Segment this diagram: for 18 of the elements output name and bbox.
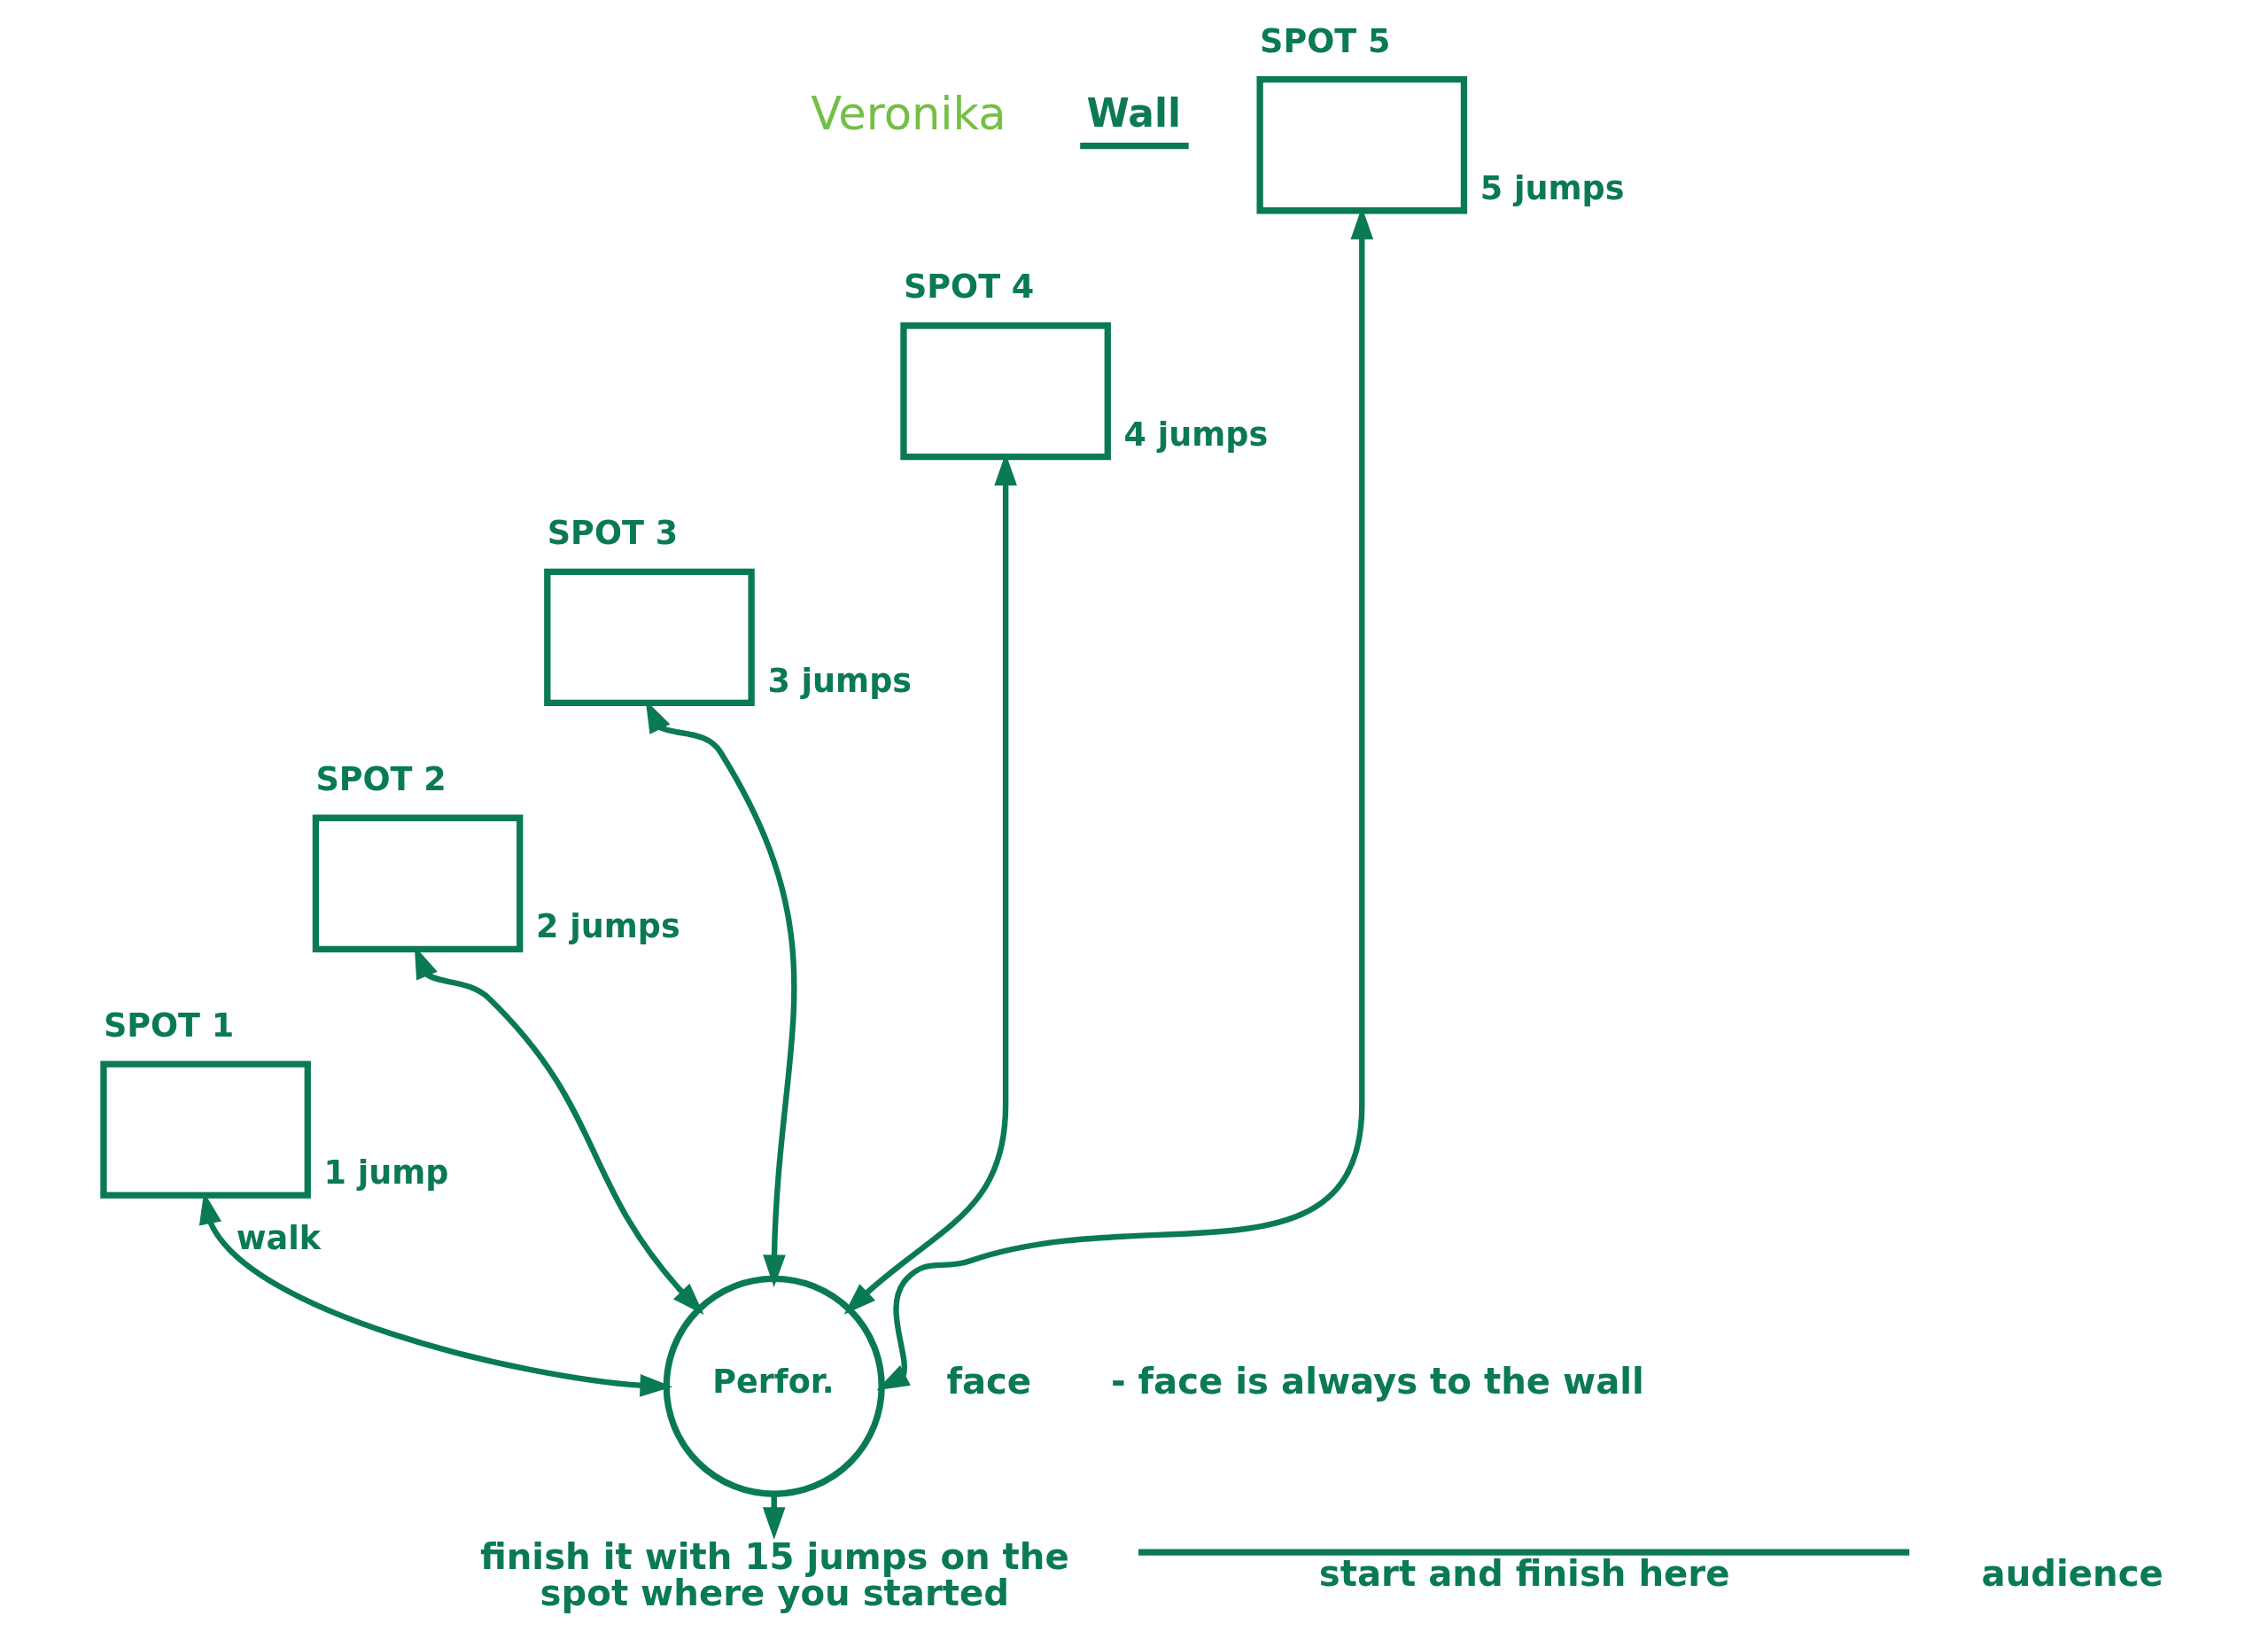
label: audience — [1981, 1552, 2163, 1594]
label: face — [946, 1361, 1032, 1402]
node-label: 1 jump — [323, 1154, 449, 1192]
node-label: 4 jumps — [1123, 415, 1269, 454]
node-label: 3 jumps — [767, 661, 913, 700]
node-text: finish it with 15 jumps on the spot where you started — [479, 1536, 1069, 1613]
label: Veronika — [811, 87, 1006, 141]
label: - face is always to the wall — [1110, 1361, 1644, 1402]
node-label: SPOT 4 — [903, 268, 1035, 307]
node-label: SPOT 5 — [1260, 21, 1391, 60]
node-label: SPOT 2 — [315, 760, 447, 799]
node-label: SPOT 1 — [103, 1006, 235, 1045]
node-label: SPOT 3 — [547, 514, 679, 553]
label: Wall — [1086, 90, 1182, 136]
node-label: 5 jumps — [1480, 168, 1625, 207]
label: start and finish here — [1318, 1552, 1730, 1594]
edge-label: walk — [236, 1219, 322, 1258]
node-label: 2 jumps — [536, 907, 680, 946]
